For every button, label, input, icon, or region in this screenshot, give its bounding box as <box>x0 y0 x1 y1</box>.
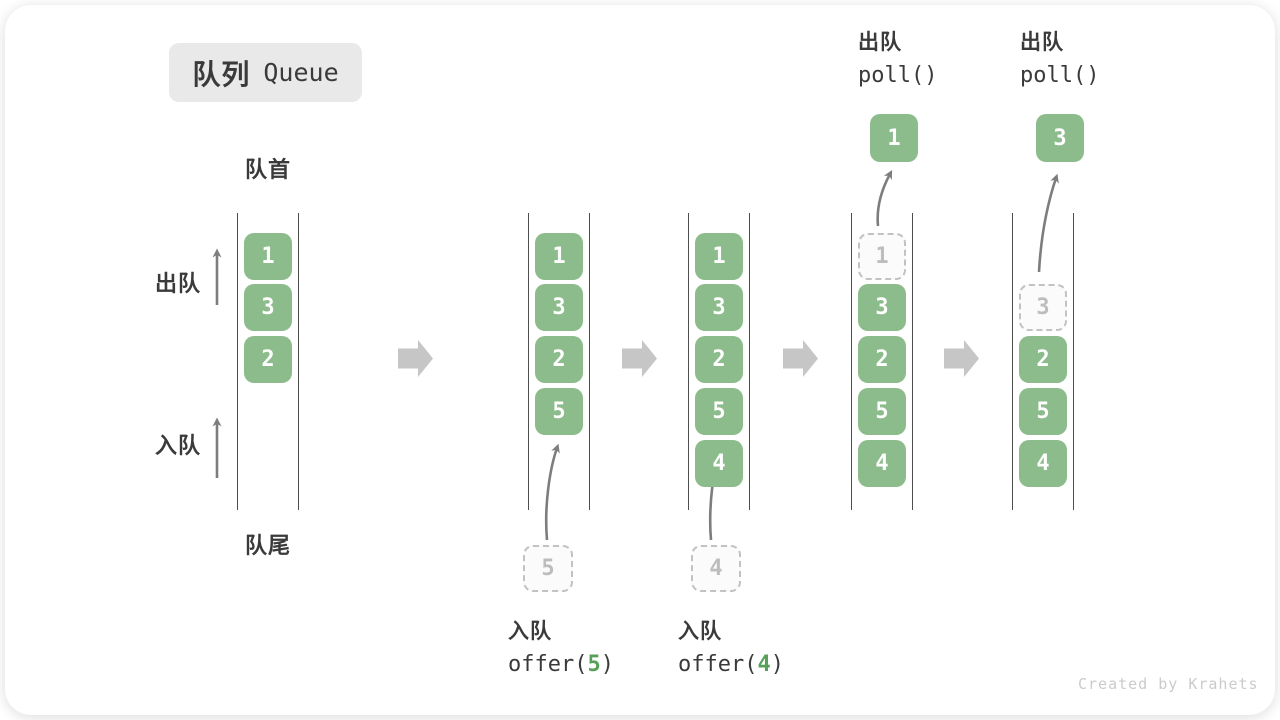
queue-slot: 4 <box>1019 440 1067 487</box>
code-arg: 4 <box>757 652 771 677</box>
diagram-card <box>5 5 1275 715</box>
queue-slot: 5 <box>535 388 583 435</box>
queue-slot: 2 <box>858 336 906 383</box>
offer-code-text: offer(4) <box>678 652 784 677</box>
queue-column-state-4: 1 3 2 5 4 <box>851 213 913 510</box>
queue-slot: 2 <box>1019 336 1067 383</box>
queue-slot: 3 <box>858 284 906 331</box>
queue-slot: 4 <box>858 440 906 487</box>
code-post: ) <box>770 652 784 677</box>
pending-enqueue-box: 5 <box>523 545 573 592</box>
queue-rear-label: 队尾 <box>244 533 291 558</box>
popped-value-box: 3 <box>1036 114 1084 162</box>
queue-column-state-1: 1 3 2 <box>237 213 299 510</box>
queue-slot: 3 <box>695 284 743 331</box>
queue-slot: 2 <box>695 336 743 383</box>
slot-value: 5 <box>875 399 889 424</box>
title-badge: 队列 Queue <box>169 43 362 102</box>
offer-action-text: 入队 <box>678 620 722 643</box>
offer-operation-label: 入队 offer(4) <box>678 615 784 677</box>
queue-slot: 2 <box>244 336 292 383</box>
popped-value: 1 <box>887 125 901 151</box>
code-post: ) <box>600 652 614 677</box>
code-pre: offer( <box>508 652 588 677</box>
poll-operation-label: 出队 poll() <box>858 26 937 88</box>
poll-code-text: poll() <box>1020 63 1100 88</box>
slot-value: 4 <box>1036 451 1050 476</box>
pending-enqueue-box: 4 <box>691 545 741 592</box>
queue-slot: 1 <box>695 233 743 280</box>
slot-value: 1 <box>712 244 726 269</box>
queue-slot: 5 <box>695 388 743 435</box>
queue-front-label: 队首 <box>244 157 291 182</box>
popped-value: 3 <box>1053 125 1067 151</box>
watermark-credit: Created by Krahets <box>1078 675 1259 693</box>
slot-value: 3 <box>552 295 566 320</box>
queue-slot: 5 <box>1019 388 1067 435</box>
pending-value: 4 <box>709 556 723 581</box>
enqueue-side-label: 入队 <box>155 433 202 458</box>
queue-slot-dashed: 1 <box>858 233 906 280</box>
poll-action-text: 出队 <box>1020 31 1064 54</box>
offer-action-text: 入队 <box>508 620 552 643</box>
title-zh: 队列 <box>192 58 251 90</box>
code-pre: offer( <box>678 652 758 677</box>
title-en: Queue <box>263 58 339 87</box>
slot-value: 4 <box>875 451 889 476</box>
queue-column-state-5: 3 2 5 4 <box>1012 213 1074 510</box>
queue-slot: 3 <box>244 284 292 331</box>
popped-value-box: 1 <box>870 114 918 162</box>
offer-code-text: offer(5) <box>508 652 614 677</box>
slot-value: 3 <box>261 295 275 320</box>
queue-slot: 3 <box>535 284 583 331</box>
poll-code-text: poll() <box>858 63 938 88</box>
slot-value: 2 <box>875 347 889 372</box>
pending-value: 5 <box>541 556 555 581</box>
offer-operation-label: 入队 offer(5) <box>508 615 614 677</box>
slot-value: 2 <box>552 347 566 372</box>
queue-column-state-2: 1 3 2 5 <box>528 213 590 510</box>
slot-value: 3 <box>875 295 889 320</box>
queue-slot-dashed: 3 <box>1019 284 1067 331</box>
slot-value: 1 <box>261 244 275 269</box>
slot-value: 4 <box>712 451 726 476</box>
slot-value: 3 <box>1036 295 1050 320</box>
slot-value: 1 <box>552 244 566 269</box>
dequeue-side-label: 出队 <box>155 271 202 296</box>
poll-operation-label: 出队 poll() <box>1020 26 1099 88</box>
slot-value: 2 <box>712 347 726 372</box>
slot-value: 5 <box>712 399 726 424</box>
queue-slot: 4 <box>695 440 743 487</box>
queue-slot: 1 <box>244 233 292 280</box>
slot-value: 5 <box>1036 399 1050 424</box>
slot-value: 2 <box>261 347 275 372</box>
code-arg: 5 <box>587 652 601 677</box>
slot-value: 5 <box>552 399 566 424</box>
poll-action-text: 出队 <box>858 31 902 54</box>
queue-slot: 1 <box>535 233 583 280</box>
queue-slot: 5 <box>858 388 906 435</box>
slot-value: 3 <box>712 295 726 320</box>
queue-column-state-3: 1 3 2 5 4 <box>688 213 750 510</box>
slot-value: 2 <box>1036 347 1050 372</box>
queue-slot: 2 <box>535 336 583 383</box>
slot-value: 1 <box>875 244 889 269</box>
